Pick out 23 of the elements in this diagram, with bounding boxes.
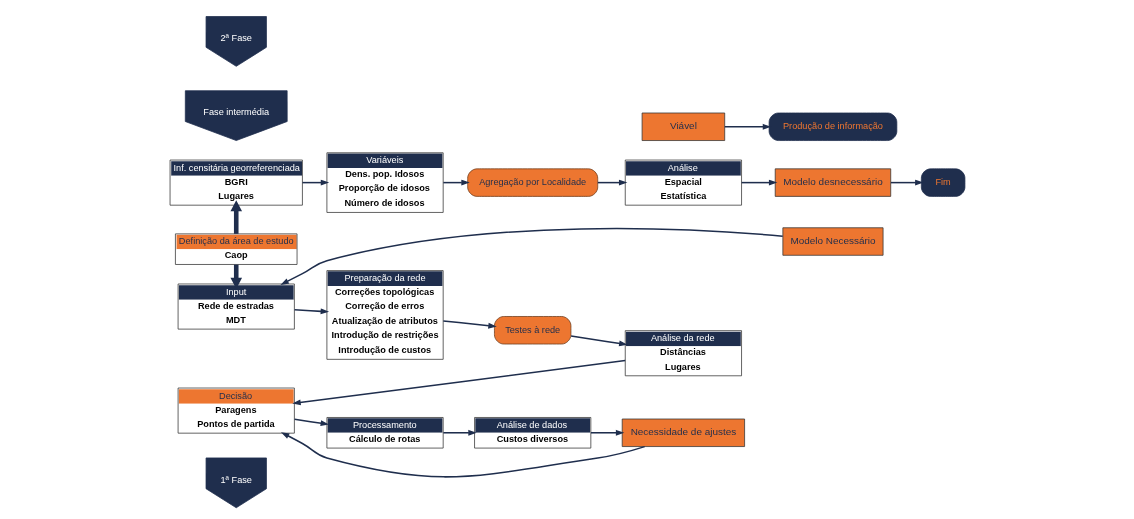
arrow — [569, 335, 628, 347]
arrow — [442, 179, 470, 186]
node-box: Necessidade de ajustes — [621, 418, 745, 447]
arrow — [596, 179, 627, 186]
arrow — [723, 123, 771, 130]
node-box: Modelo desnecessário — [774, 168, 891, 197]
node-box: Modelo Necessário — [781, 227, 883, 256]
node-box: Fim — [920, 168, 965, 197]
node-box: Testes à rede — [493, 316, 571, 345]
arrow — [293, 418, 329, 427]
arrow — [740, 179, 777, 186]
arrow — [589, 429, 624, 436]
arrow — [442, 429, 477, 436]
arrow — [229, 264, 242, 289]
node-box: Agregação por Localidade — [466, 168, 598, 197]
arrow — [301, 179, 329, 186]
arrow — [293, 308, 329, 315]
arrow — [889, 179, 924, 186]
arrow — [229, 200, 242, 234]
node-box: Produção de informação — [768, 112, 897, 141]
node-box: Viável — [641, 112, 725, 141]
arrow — [291, 359, 626, 406]
arrow — [442, 320, 497, 329]
